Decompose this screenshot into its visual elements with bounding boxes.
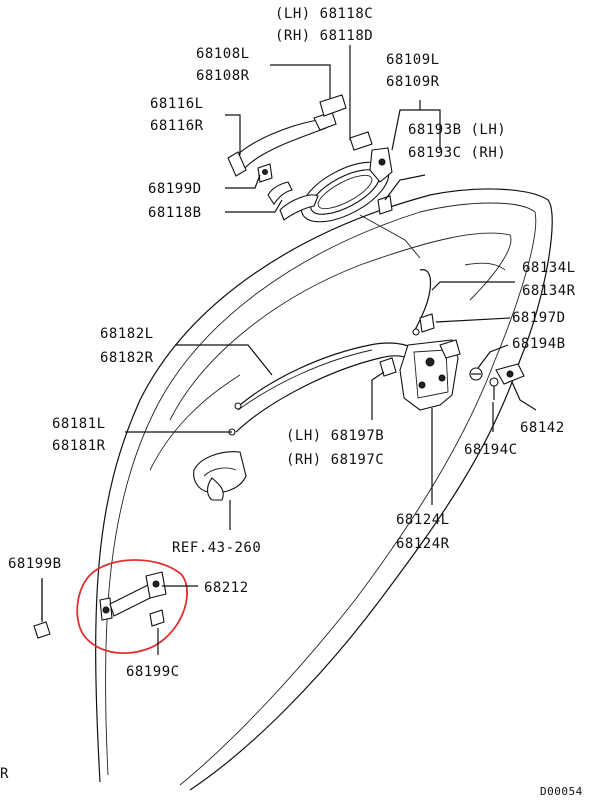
clip-68193	[377, 195, 393, 215]
label-68199c: 68199C	[126, 664, 180, 680]
clip-68197b	[379, 357, 397, 377]
label-68118c: (LH) 68118C	[275, 6, 373, 22]
gasket-68118b	[267, 181, 319, 221]
label-68193b: 68193B (LH)	[408, 122, 506, 138]
label-68118d: (RH) 68118D	[275, 28, 373, 44]
screw-68194c	[489, 377, 499, 400]
part-labels: (LH) 68118C (RH) 68118D 68108L 68108R 68…	[0, 6, 583, 798]
door-panel-outline	[95, 188, 553, 791]
handle-bezel	[300, 147, 393, 223]
label-68118b: 68118B	[148, 205, 202, 221]
door-latch	[399, 339, 461, 411]
label-68124r: 68124R	[396, 536, 450, 552]
label-68182r: 68182R	[100, 350, 154, 366]
key-cylinder-cover	[349, 131, 373, 151]
label-68181l: 68181L	[52, 416, 106, 432]
label-68108r: 68108R	[196, 68, 250, 84]
bolt-68199c	[149, 609, 165, 627]
door-check	[99, 571, 167, 621]
label-ref: REF.43-260	[172, 540, 261, 556]
label-68116r: 68116R	[150, 118, 204, 134]
inside-handle	[193, 451, 247, 501]
label-68199d: 68199D	[148, 181, 202, 197]
label-68109l: 68109L	[386, 52, 440, 68]
label-68194b: 68194B	[512, 336, 566, 352]
label-68197c: (RH) 68197C	[286, 452, 384, 468]
label-68124l: 68124L	[396, 512, 450, 528]
label-68142: 68142	[520, 420, 565, 436]
label-68199b: 68199B	[8, 556, 62, 572]
label-68134r: 68134R	[522, 283, 576, 299]
diagram-code: D00054	[540, 785, 583, 798]
handle-cap	[319, 94, 347, 117]
label-68134l: 68134L	[522, 260, 576, 276]
label-68181r: 68181R	[52, 438, 106, 454]
label-68212: 68212	[204, 580, 249, 596]
clip-68197d	[419, 313, 435, 333]
door-striker	[495, 363, 525, 385]
label-68193c: 68193C (RH)	[408, 145, 506, 161]
label-68116l: 68116L	[150, 96, 204, 112]
screw-68194b	[469, 367, 483, 381]
label-68197d: 68197D	[512, 310, 566, 326]
outside-handle	[227, 111, 337, 177]
corner-letter: R	[0, 766, 9, 782]
label-68109r: 68109R	[386, 74, 440, 90]
label-68182l: 68182L	[100, 326, 154, 342]
clip-68199d	[257, 163, 273, 183]
label-68194c: 68194C	[464, 442, 518, 458]
leader-lines	[41, 45, 537, 655]
label-68197b: (LH) 68197B	[286, 428, 384, 444]
label-68108l: 68108L	[196, 46, 250, 62]
